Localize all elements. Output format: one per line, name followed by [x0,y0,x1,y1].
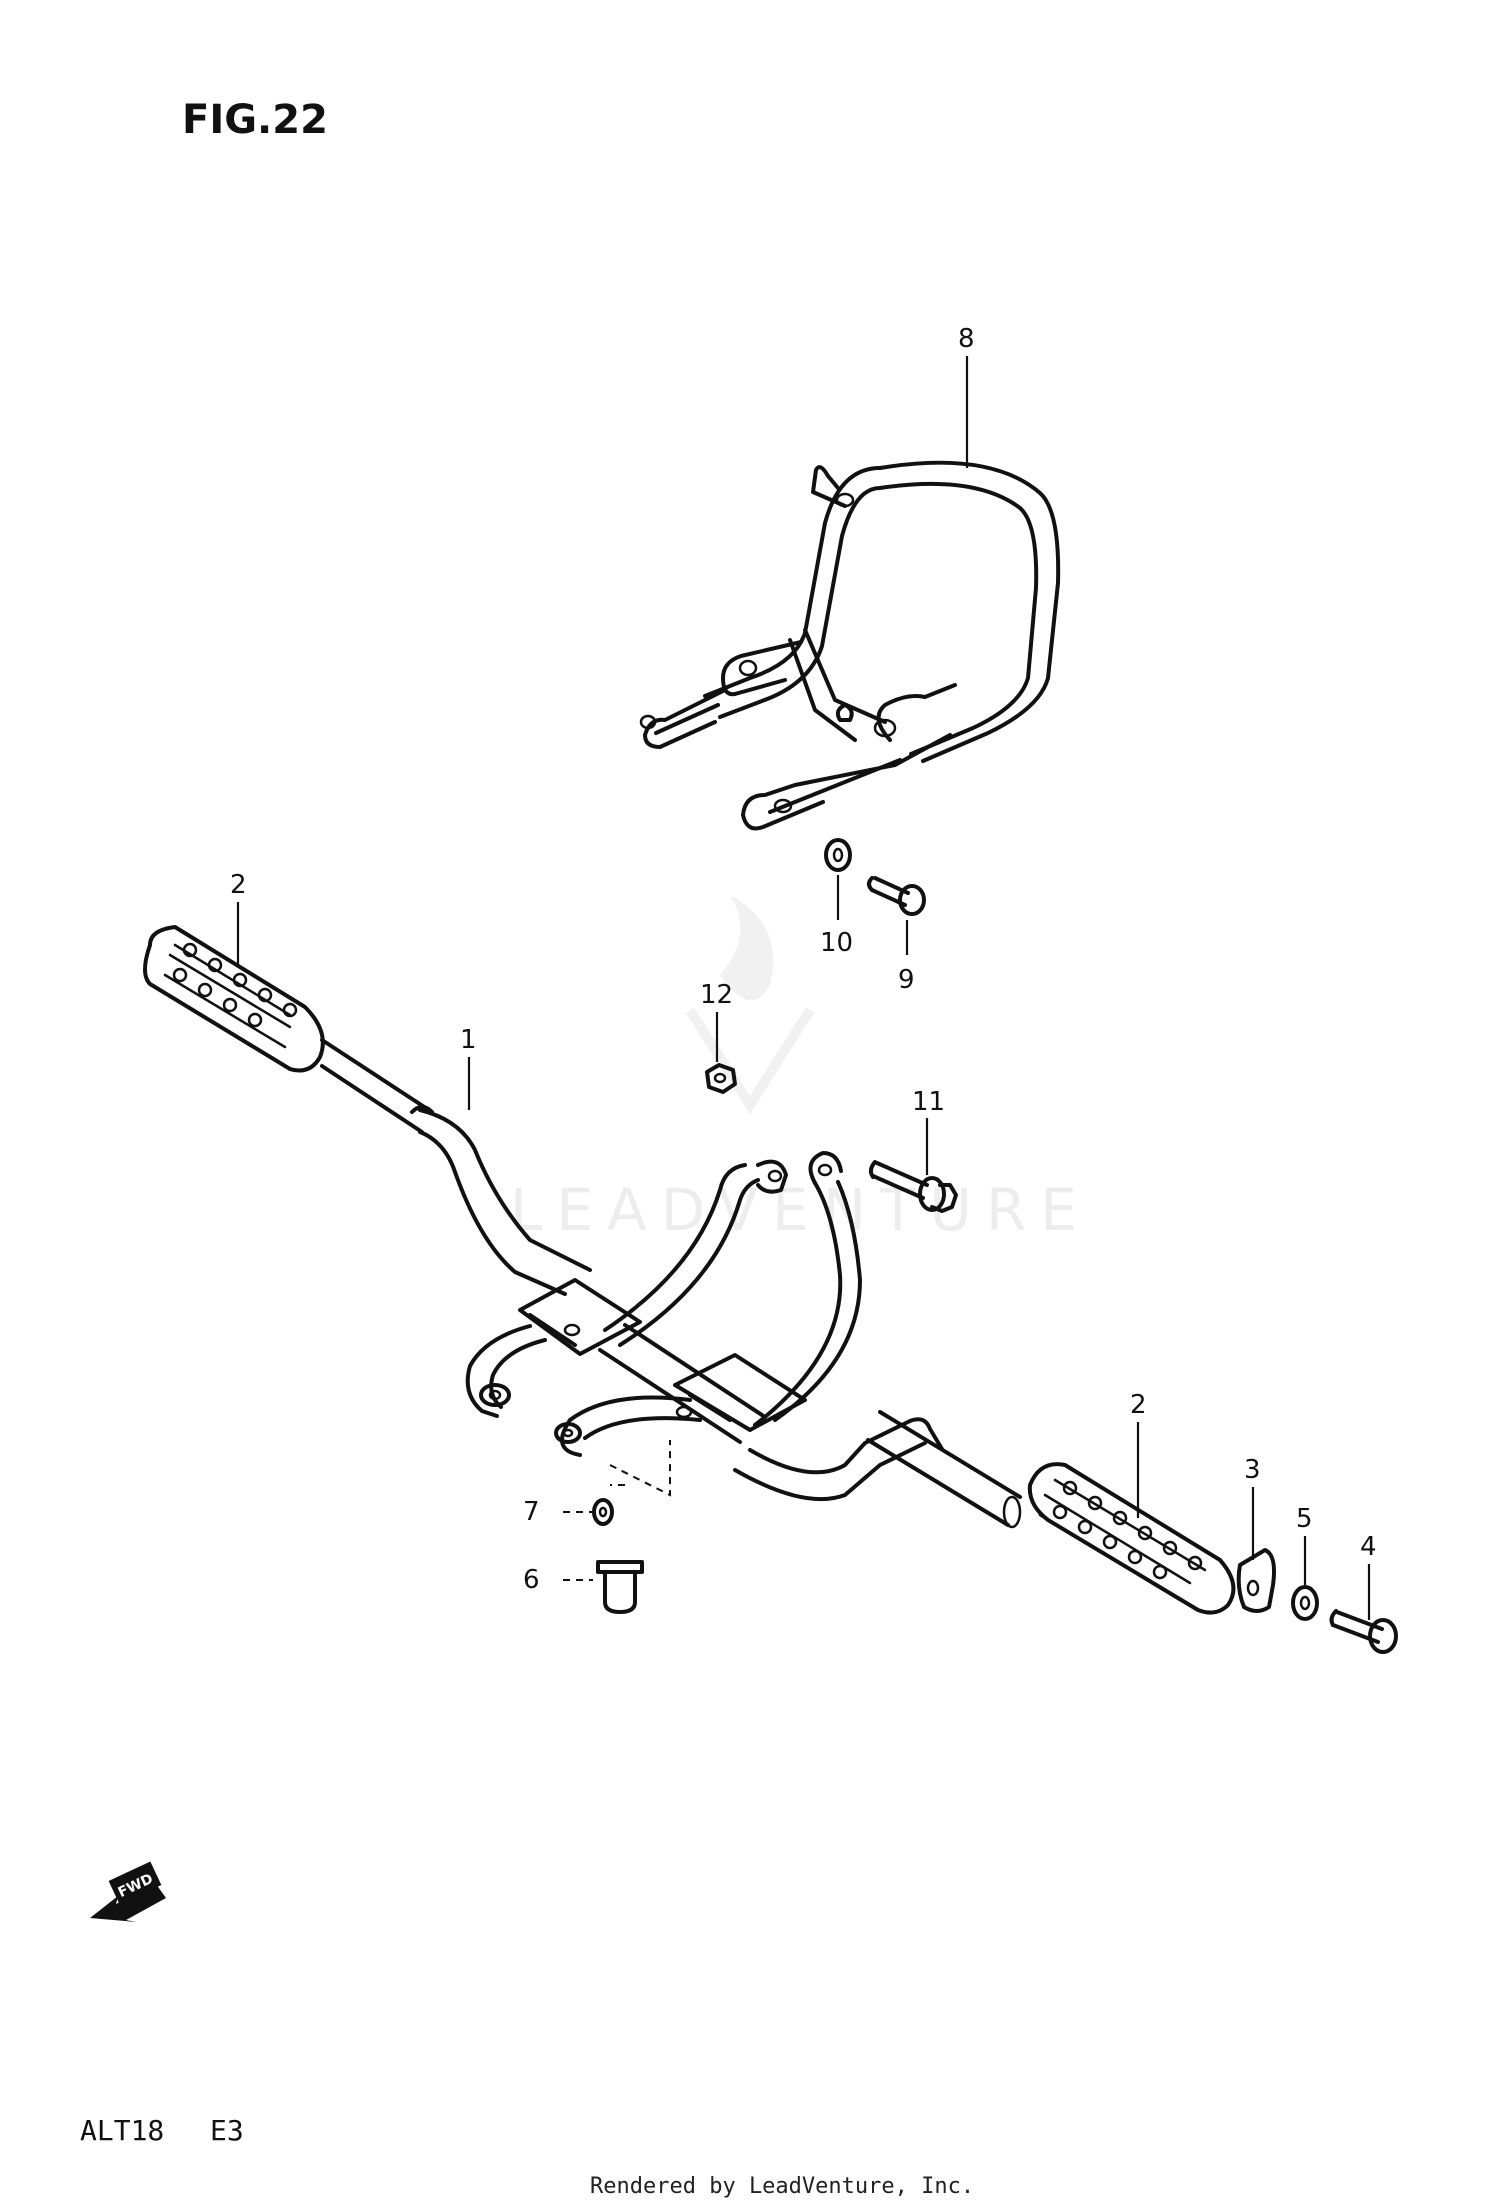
part-2-left-footpeg [143,925,325,1073]
part-4-bolt [1329,1609,1398,1654]
model-variant: E3 [210,2114,244,2147]
callout-2-left: 2 [230,870,247,900]
callout-2-right: 2 [1130,1390,1147,1420]
callout-10: 10 [820,928,853,958]
callout-11: 11 [912,1087,945,1117]
part-11-bolt [868,1160,958,1213]
fwd-arrow-icon: FWD [90,1861,166,1922]
part-5-washer [1291,1585,1319,1621]
callout-7: 7 [523,1497,540,1527]
callout-1: 1 [460,1025,477,1055]
part-2-right-footpeg [1027,1462,1236,1615]
render-credit: Rendered by LeadVenture, Inc. [590,2174,974,2199]
assembly-guides [563,1440,671,1581]
part-7-washer [592,1498,614,1526]
part-1-footrest-bar [320,1038,1022,1529]
part-10-washer [824,838,852,872]
callouts: 8 10 9 2 12 1 11 2 3 5 4 7 6 [230,324,1377,1620]
figure-title: FIG.22 [182,97,328,143]
callout-6: 6 [523,1565,540,1595]
part-9-bolt [867,876,926,916]
model-code: ALT18 [80,2114,164,2147]
part-8-rear-bar [639,460,1061,831]
callout-3: 3 [1244,1455,1261,1485]
callout-5: 5 [1296,1504,1313,1534]
part-12-nut [705,1063,737,1094]
part-3-spacer [1236,1548,1276,1613]
callout-8: 8 [958,324,975,354]
watermark-text: LEADVENTURE [510,1176,1091,1244]
part-6-bolt [596,1560,644,1614]
watermark: LEADVENTURE [510,895,1091,1244]
callout-4: 4 [1360,1532,1377,1562]
callout-12: 12 [700,980,733,1010]
callout-9: 9 [898,965,915,995]
